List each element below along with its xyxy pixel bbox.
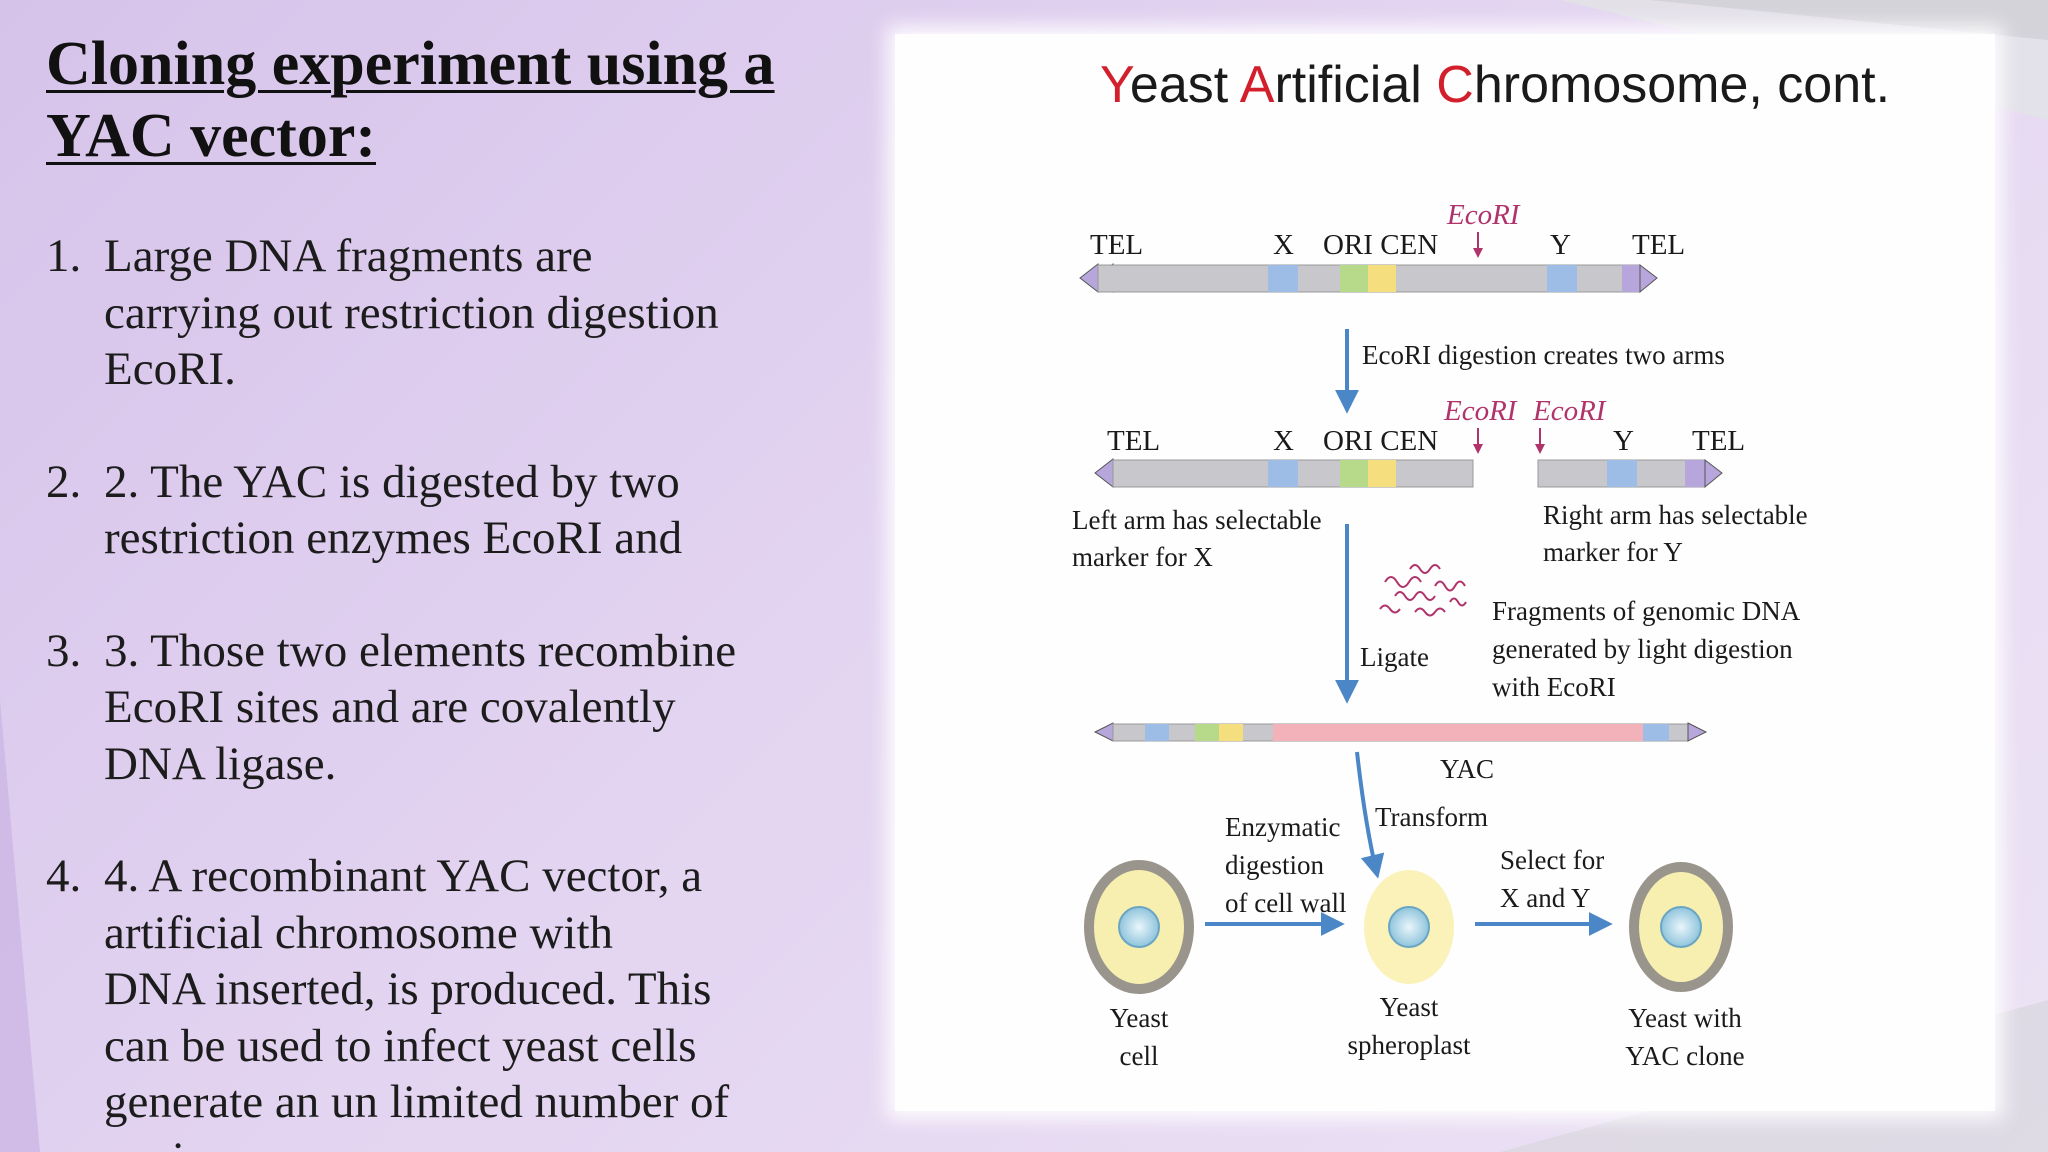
tel-left-label-2: TEL — [1107, 425, 1160, 457]
figure-title: Yeast Artificial Chromosome, cont. — [1100, 56, 1890, 114]
ecori-label-left: EcoRI — [1443, 395, 1518, 427]
x-label-2: X — [1273, 425, 1294, 457]
yeast-spheroplast-icon — [1364, 870, 1454, 984]
step-item: 1. Large DNA fragments are carrying out … — [46, 230, 719, 395]
yeast-clone-icon — [1629, 862, 1733, 992]
y-label-2: Y — [1613, 425, 1634, 457]
tel-left-label: TEL — [1090, 229, 1143, 261]
tel-right-label: TEL — [1632, 229, 1685, 261]
tel-right-label-2: TEL — [1692, 425, 1745, 457]
yeast-cell-icon — [1084, 860, 1194, 994]
left-arm — [1094, 457, 1474, 489]
recombinant-yac — [1093, 722, 1708, 742]
yac-label: YAC — [1440, 754, 1494, 784]
x-label: X — [1273, 229, 1294, 261]
dna-fragments-icon — [1379, 564, 1467, 617]
slide-title: Cloning experiment using a YAC vector: — [46, 30, 775, 170]
step-item: 2. 2. The YAC is digested by two restric… — [46, 455, 683, 565]
step-item: 4. 4. A recombinant YAC vector, a artifi… — [46, 850, 730, 1152]
digestion-caption: EcoRI digestion creates two arms — [1362, 340, 1725, 370]
ecori-label: EcoRI — [1446, 199, 1521, 231]
right-arm — [1537, 458, 1723, 489]
ecori-label-right: EcoRI — [1532, 395, 1607, 427]
ori-cen-label: ORI CEN — [1323, 229, 1438, 261]
steps-list: 1. Large DNA fragments are carrying out … — [46, 228, 896, 1152]
ori-cen-label-2: ORI CEN — [1323, 425, 1438, 457]
step-item: 3. 3. Those two elements recombine EcoRI… — [46, 624, 737, 790]
transform-label: Transform — [1375, 802, 1488, 832]
y-label: Y — [1550, 229, 1571, 261]
yac-chromosome — [1079, 262, 1658, 294]
ligate-label: Ligate — [1360, 642, 1429, 672]
yac-figure: Yeast Artificial Chromosome, cont. TEL X… — [895, 34, 1995, 1111]
